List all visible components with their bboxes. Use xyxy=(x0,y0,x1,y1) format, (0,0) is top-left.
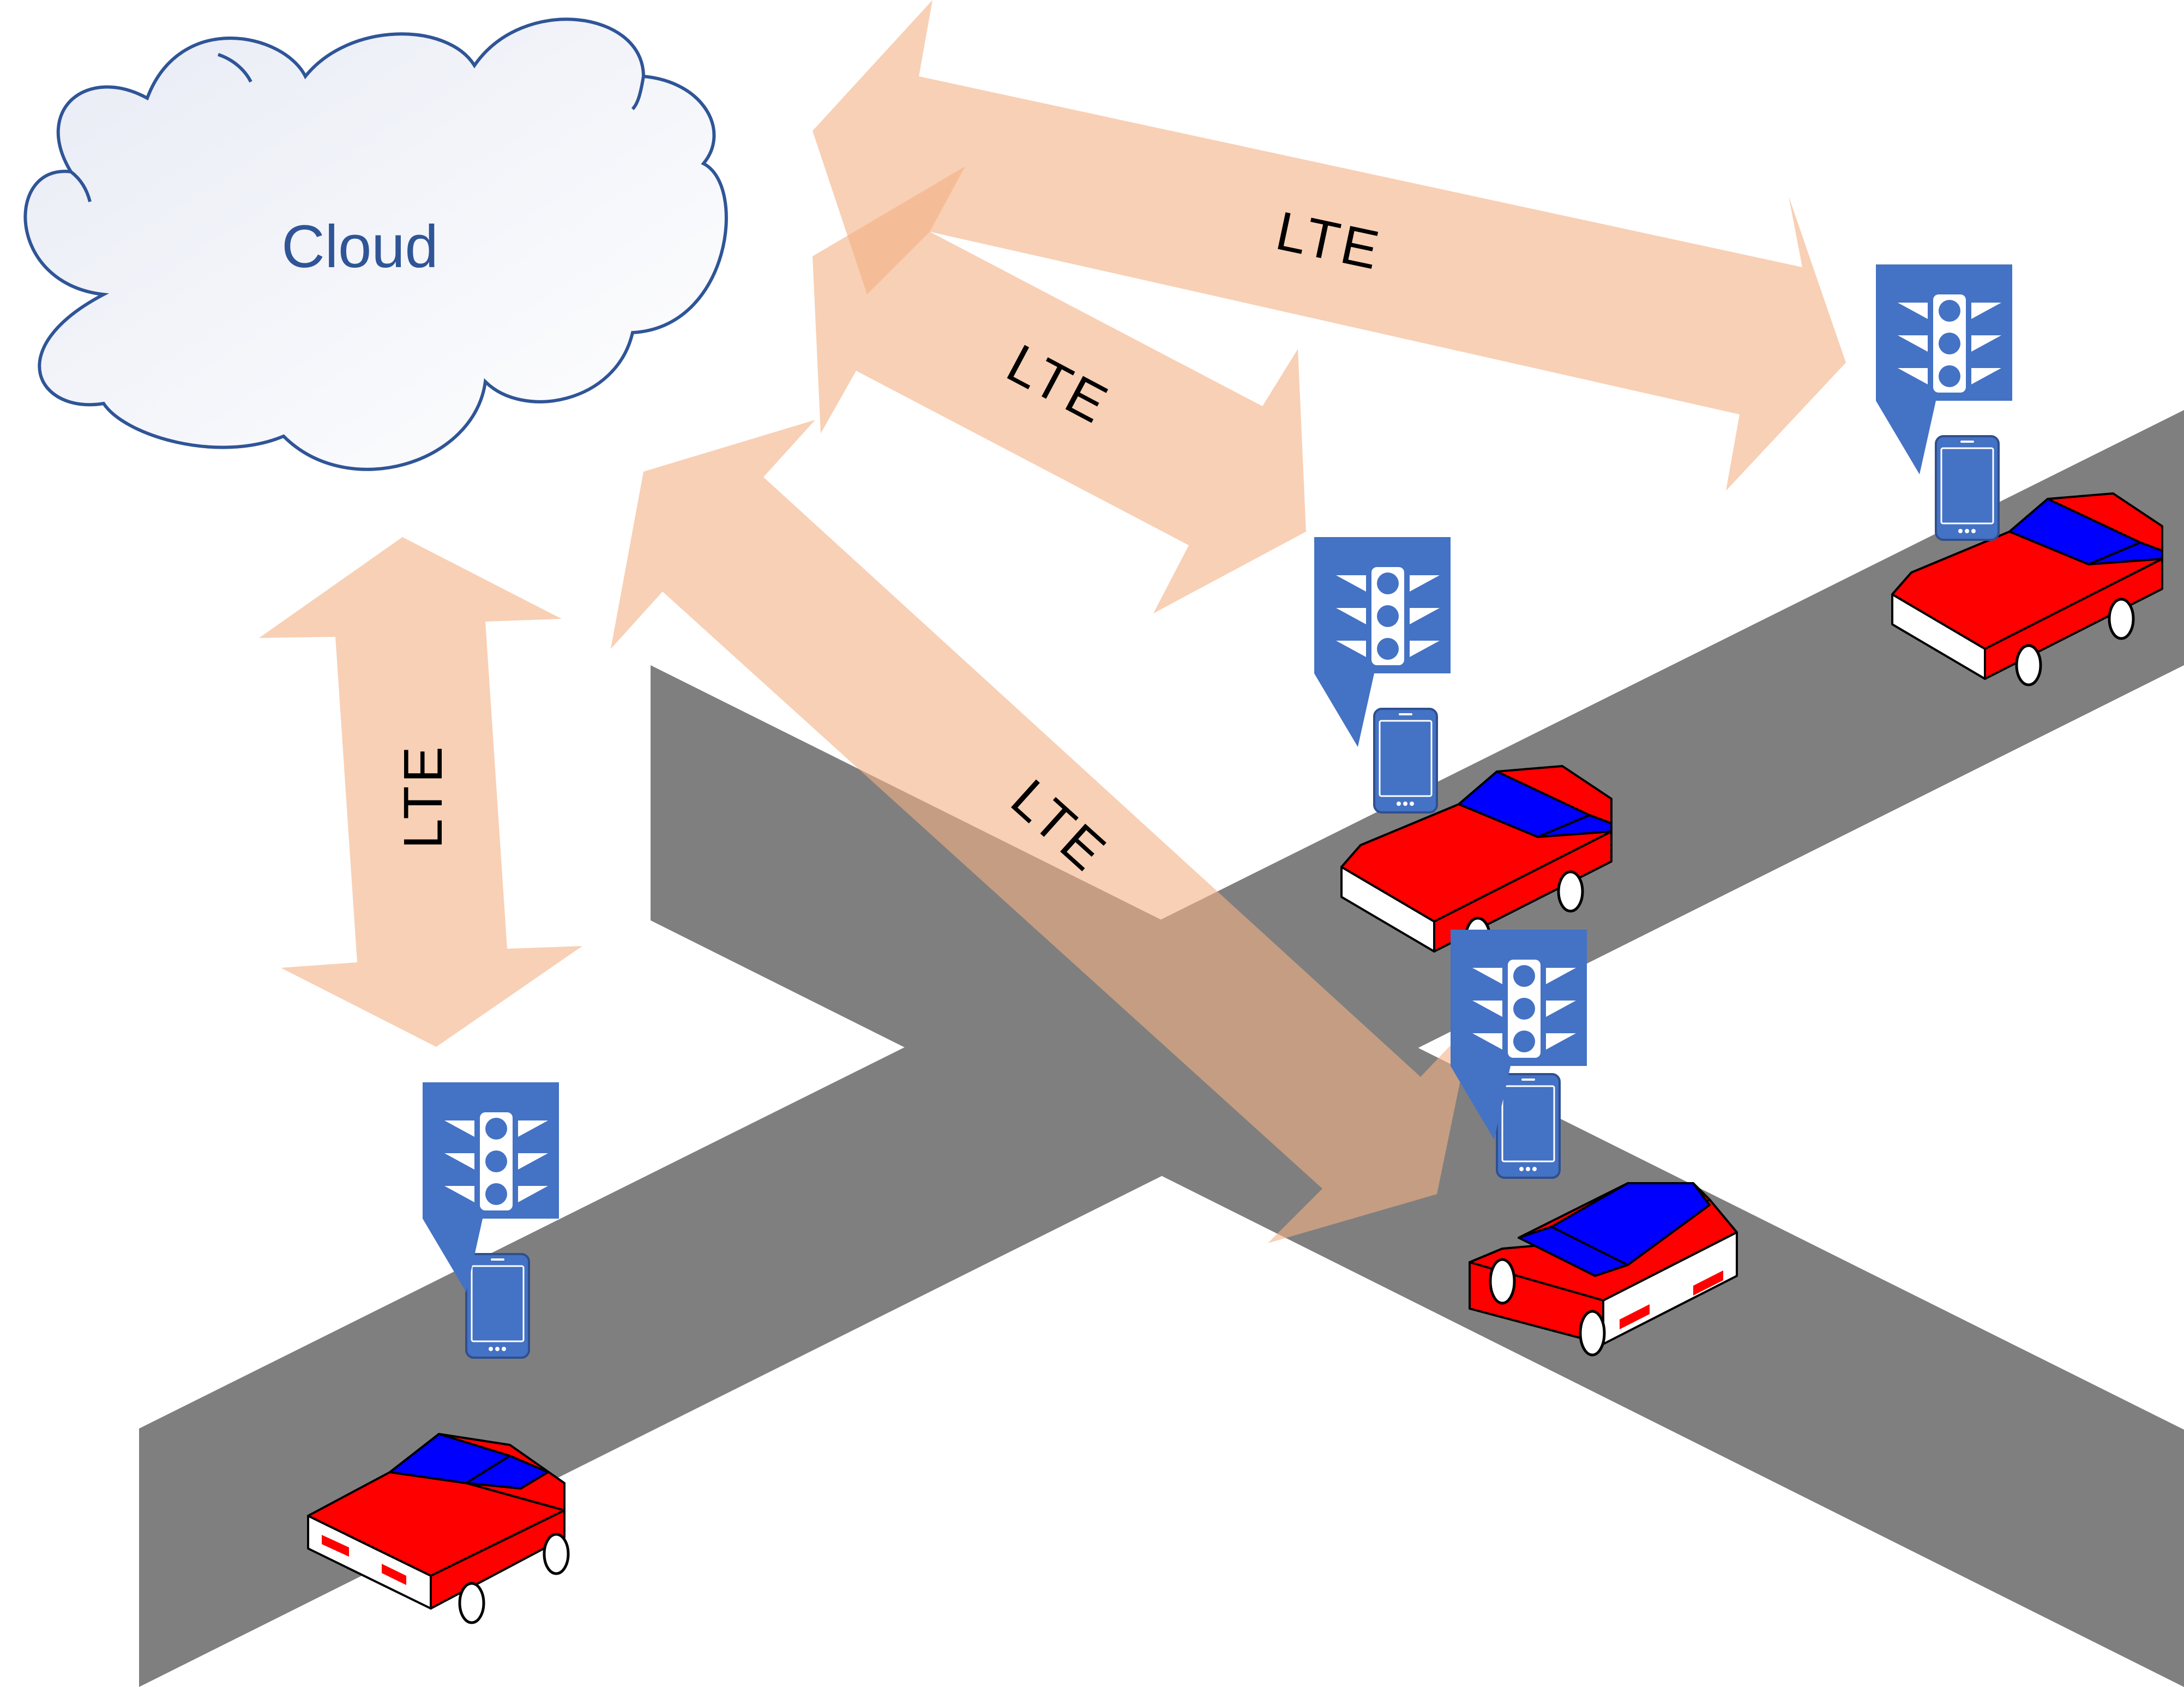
cloud-label: Cloud xyxy=(281,213,438,280)
cloud: Cloud xyxy=(23,17,728,471)
smartphone-4-icon xyxy=(1496,1073,1561,1179)
lte-link-1-label: LTE xyxy=(393,743,454,849)
lte-link-3: LTE xyxy=(813,166,1306,613)
smartphone-1-icon xyxy=(465,1253,530,1359)
lte-link-4: LTE xyxy=(611,420,1472,1243)
smartphone-2-icon xyxy=(1373,708,1438,814)
lte-link-1: LTE xyxy=(259,537,582,1047)
lte-link-2: LTE xyxy=(813,0,1846,491)
smartphone-3-icon xyxy=(1935,435,2000,541)
